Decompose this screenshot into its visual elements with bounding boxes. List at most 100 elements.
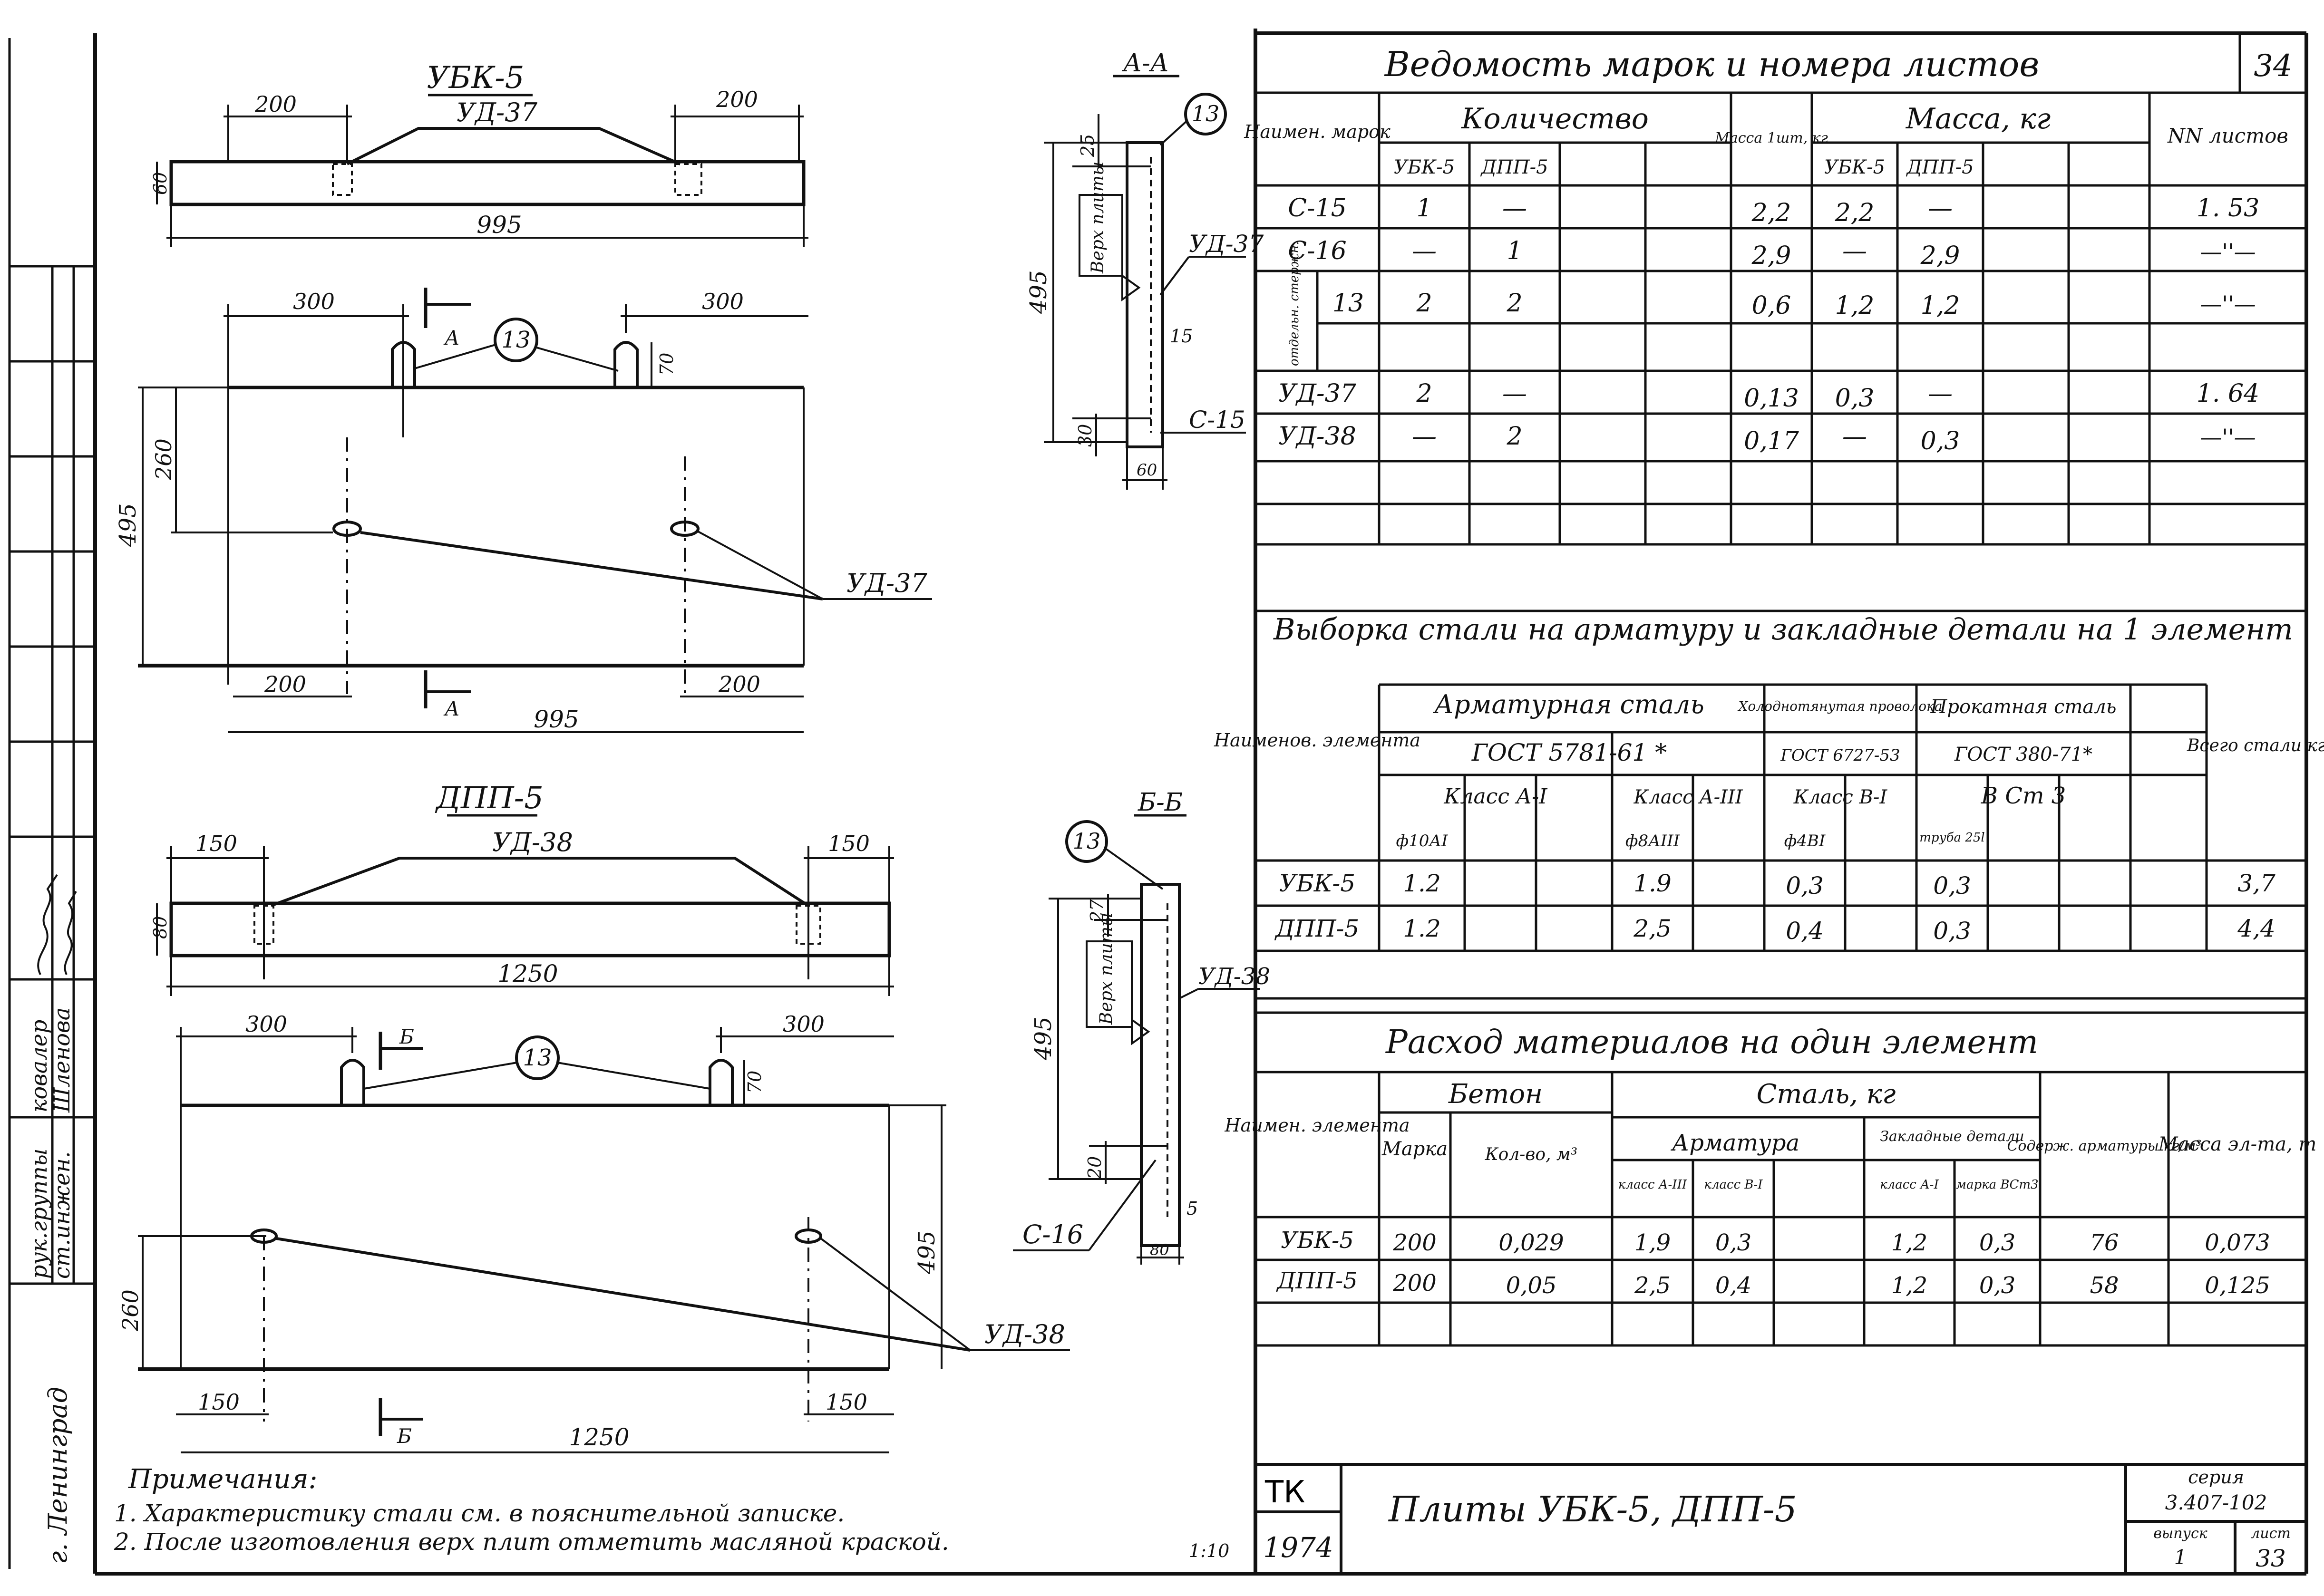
marks-h-mass-ubk: УБК-5 bbox=[1824, 156, 1885, 178]
dpp5-plan-width: 495 bbox=[914, 1230, 940, 1275]
marks-cell: 2 bbox=[1416, 379, 1432, 408]
dpp5-top-view: 150 150 УД-38 80 1250 bbox=[150, 827, 894, 996]
steel-cell: ДПП-5 bbox=[1274, 915, 1360, 942]
steel-h-d10: ф10АI bbox=[1396, 832, 1448, 851]
ubk5-top-dim-right: 200 bbox=[716, 87, 758, 112]
steel-row-1: УБК-5 1.2 1.9 0,3 0,3 3,7 bbox=[1279, 870, 2275, 900]
section-aa-thickness: 60 bbox=[1137, 461, 1157, 480]
dpp5-plan-dim-left: 300 bbox=[245, 1011, 287, 1037]
dpp5-plan-rod-label: УД-38 bbox=[984, 1319, 1065, 1349]
mat-h-mark: Марка bbox=[1381, 1138, 1448, 1160]
marks-cell: — bbox=[1842, 422, 1867, 451]
mat-h-volume: Кол-во, м³ bbox=[1485, 1145, 1577, 1164]
left-stamp: рук.группы ст.инжен. ковалер Шленова г. … bbox=[8, 38, 95, 1569]
mat-h-mass: Масса эл-та, т bbox=[2158, 1133, 2317, 1155]
title-series-label: серия bbox=[2188, 1467, 2244, 1488]
title-block: ТК 1974 Плиты УБК-5, ДПП-5 серия 3.407-1… bbox=[1255, 1463, 2306, 1574]
ubk5-section-mark-bottom: А bbox=[443, 697, 460, 720]
ubk5-top-length: 995 bbox=[476, 211, 522, 239]
marks-page: 34 bbox=[2254, 48, 2292, 84]
ubk5-plan-length: 995 bbox=[534, 706, 579, 733]
marks-cell: — bbox=[1842, 237, 1867, 265]
marks-h-name: Наимен. марок bbox=[1244, 121, 1391, 142]
steel-row-2: ДПП-5 1.2 2,5 0,4 0,3 4,4 bbox=[1274, 915, 2275, 945]
dpp5-top-length: 1250 bbox=[497, 960, 558, 987]
steel-title: Выборка стали на арматуру и закладные де… bbox=[1273, 612, 2293, 647]
ubk5-plan-inner: 260 bbox=[151, 438, 176, 481]
section-aa-dim-top: 25 bbox=[1077, 134, 1098, 157]
mat-h-content: Содерж. арматуры кг/м³ bbox=[2007, 1138, 2201, 1154]
ubk5-plan-dim-right: 300 bbox=[702, 289, 744, 314]
ubk5-plan-bottom-left: 200 bbox=[264, 671, 306, 697]
marks-cell: — bbox=[1928, 379, 1953, 408]
steel-cell: 0,3 bbox=[1933, 872, 1971, 900]
marks-cell: 2 bbox=[1506, 289, 1522, 318]
marks-row-3: 13 2 2 0,6 1,2 1,2 —''— bbox=[1332, 289, 2256, 320]
marks-cell: УД-38 bbox=[1278, 422, 1356, 451]
marks-cell: 1,2 bbox=[1921, 291, 1960, 320]
steel-h-name: Наименов. элемента bbox=[1214, 730, 1420, 751]
dpp5-rod-ud38 bbox=[270, 857, 809, 907]
steel-h-cls-st3: В Ст 3 bbox=[1981, 783, 2066, 809]
dpp5-section-mark-bottom: Б bbox=[397, 1424, 412, 1448]
mat-cell: УБК-5 bbox=[1281, 1227, 1354, 1254]
steel-h-cls-a3: Класс А-III bbox=[1633, 786, 1743, 808]
dpp5-loop-mark: 13 bbox=[523, 1045, 552, 1071]
section-aa-height: 495 bbox=[1025, 270, 1052, 314]
steel-h-d4: ф4ВI bbox=[1784, 832, 1826, 851]
table-materials: Расход материалов на один элемент Наимен… bbox=[1224, 1011, 2317, 1347]
notes: Примечания: 1. Характеристику стали см. … bbox=[114, 1464, 1229, 1561]
marks-cell: 1. 64 bbox=[2197, 379, 2259, 408]
section-bb-dim-bottom: 20 bbox=[1084, 1156, 1105, 1180]
dpp5-plan-length: 1250 bbox=[569, 1423, 629, 1451]
drawing-ubk5: УБК-5 200 200 УД-37 60 995 bbox=[115, 60, 932, 733]
steel-h-pipe: труба 25l bbox=[1919, 831, 1984, 845]
steel-h-rolled-gost: ГОСТ 380-71* bbox=[1954, 744, 2092, 765]
mat-cell: 0,029 bbox=[1498, 1229, 1564, 1256]
marks-cell: 2,2 bbox=[1835, 199, 1875, 227]
section-bb-mark: 13 bbox=[1073, 828, 1101, 854]
mat-h-embedded: Закладные детали bbox=[1880, 1128, 2024, 1145]
steel-h-rolled: Прокатная сталь bbox=[1930, 696, 2116, 718]
marks-cell: — bbox=[1502, 379, 1527, 408]
mat-h-st3: марка ВСт3 bbox=[1956, 1178, 2038, 1192]
mat-h-cls-a3: класс А-III bbox=[1618, 1178, 1687, 1192]
materials-row-2: ДПП-5 200 0,05 2,5 0,4 1,2 0,3 58 0,125 bbox=[1276, 1267, 2270, 1299]
steel-h-d8: ф8АIII bbox=[1625, 832, 1680, 851]
mat-cell: ДПП-5 bbox=[1276, 1267, 1358, 1294]
ubk5-top-thickness: 60 bbox=[150, 172, 171, 195]
dpp5-loop-left bbox=[340, 1059, 365, 1104]
ubk5-top-dim-left: 200 bbox=[254, 91, 297, 117]
steel-cell: 1.2 bbox=[1403, 915, 1441, 942]
marks-cell: 13 bbox=[1332, 289, 1364, 318]
ubk5-section-mark-top: А bbox=[443, 326, 460, 349]
section-bb-rod2: С-16 bbox=[1022, 1219, 1083, 1249]
drawing-scale: 1:10 bbox=[1189, 1540, 1229, 1561]
mat-cell: 0,073 bbox=[2205, 1229, 2270, 1256]
steel-cell: 0,4 bbox=[1786, 917, 1824, 945]
title-issue-label: выпуск bbox=[2153, 1525, 2207, 1542]
note-1: 1. Характеристику стали см. в пояснитель… bbox=[114, 1499, 845, 1527]
marks-h-sheets: NN листов bbox=[2167, 124, 2288, 147]
marks-h-qty-ubk: УБК-5 bbox=[1394, 156, 1455, 178]
mat-cell: 0,125 bbox=[2205, 1272, 2270, 1299]
dpp5-plan-dim-right: 300 bbox=[783, 1011, 825, 1037]
title-main: Плиты УБК-5, ДПП-5 bbox=[1388, 1489, 1797, 1530]
marks-cell: 2,9 bbox=[1751, 242, 1791, 270]
section-bb-thickness: 80 bbox=[1150, 1241, 1169, 1259]
dpp5-top-thickness: 80 bbox=[150, 916, 171, 939]
marks-side-label: отдельн. стержн. bbox=[1287, 241, 1302, 366]
marks-cell: 0,6 bbox=[1752, 291, 1791, 320]
section-bb-top-label: Верх плиты bbox=[1097, 913, 1116, 1025]
section-bb-height: 495 bbox=[1030, 1016, 1057, 1061]
marks-cell: 0,17 bbox=[1744, 427, 1799, 455]
mat-cell: 0,3 bbox=[1715, 1229, 1751, 1256]
signature-2 bbox=[64, 890, 77, 975]
note-2: 2. После изготовления верх плит отметить… bbox=[114, 1528, 949, 1556]
section-bb-dim-top: 27 bbox=[1087, 899, 1108, 923]
stamp-city: г. Ленинград bbox=[43, 1387, 73, 1564]
materials-title: Расход материалов на один элемент bbox=[1385, 1024, 2038, 1061]
ubk5-plan-bottom-right: 200 bbox=[718, 671, 760, 697]
title-org: ТК bbox=[1264, 1475, 1305, 1510]
steel-cell: 4,4 bbox=[2237, 915, 2275, 942]
